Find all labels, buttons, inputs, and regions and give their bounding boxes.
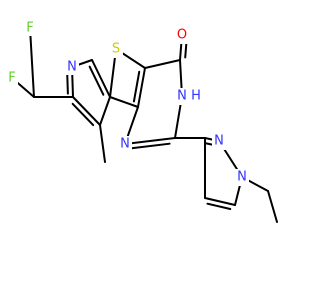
bond-16 <box>109 96 139 108</box>
bond-14 <box>137 67 146 108</box>
bond-22 <box>124 137 176 145</box>
bond-7 <box>88 65 105 96</box>
n-pyrimidine-bg <box>118 136 132 153</box>
bond-8 <box>99 96 111 126</box>
bond-34 <box>267 190 278 223</box>
fluorine-atom-top: F <box>26 21 33 36</box>
pyrimidine-nitrogen-atom: N <box>120 137 130 152</box>
bond-9 <box>72 96 101 126</box>
nh-bg <box>176 88 203 105</box>
bond-31 <box>206 202 232 211</box>
thiophene-sulfur-atom: S <box>112 42 120 57</box>
pyrazole-nitrogen-atom-2: N <box>214 134 224 149</box>
pyrimidine-nh-hydrogen: H <box>191 89 201 104</box>
bond-6 <box>91 59 111 98</box>
bond-17 <box>144 59 181 69</box>
bond-11 <box>99 124 106 163</box>
f-left-bg <box>6 70 18 86</box>
n-pyrazole-1-bg <box>235 169 249 186</box>
f-top-bg <box>24 20 36 36</box>
o-bg <box>175 27 190 44</box>
bond-30 <box>204 197 236 206</box>
n-pyridine-bg <box>65 59 79 75</box>
n-pyrazole-2-bg <box>212 133 226 150</box>
pyrimidine-nh-nitrogen-atom: N <box>177 89 187 104</box>
bond-15 <box>132 70 141 103</box>
pyrazole-nitrogen-atom-1: N <box>237 170 247 185</box>
bond-0 <box>29 27 35 98</box>
carbonyl-oxygen-atom: O <box>177 28 187 43</box>
molecule-structure: F F N S O N H N N N <box>6 20 278 223</box>
bond-10 <box>71 102 95 127</box>
bond-23 <box>130 142 171 150</box>
fluorine-atom-left: F <box>8 71 15 86</box>
s-bg <box>109 40 123 58</box>
bond-layer <box>11 27 278 223</box>
atom-label-layer: F F N S O N H N N N <box>6 20 249 186</box>
pyridine-nitrogen-atom: N <box>67 60 77 75</box>
